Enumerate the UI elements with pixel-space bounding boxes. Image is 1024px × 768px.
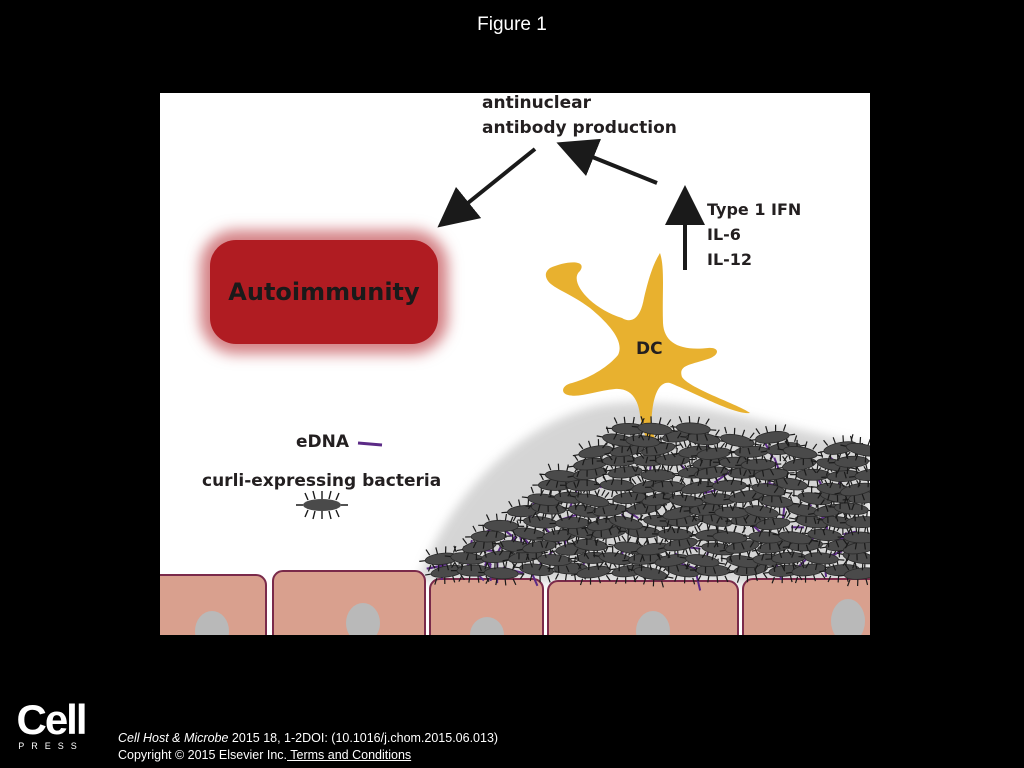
cytokine-il6: IL-6 (707, 225, 741, 244)
autoimmunity-label: Autoimmunity (228, 278, 420, 306)
diagram-canvas (160, 138, 870, 635)
curli-bacterium (670, 416, 717, 441)
edna-fiber (680, 562, 698, 570)
figure-panel: Autoimmunity antinuclear antibody produc… (160, 93, 870, 635)
copyright-line: Copyright © 2015 Elsevier Inc. Terms and… (118, 748, 411, 762)
curli-bacterium (695, 486, 742, 512)
curli-bacterium (690, 440, 737, 467)
curli-bacterium (619, 428, 666, 454)
cytokine-type1-ifn: Type 1 IFN (707, 200, 802, 219)
curli-bacterium (749, 424, 796, 451)
curli-bacterium (785, 556, 832, 584)
nucleus (831, 599, 865, 635)
curli-bacterium (567, 460, 614, 487)
citation-line: Cell Host & Microbe 2015 18, 1-2DOI: (10… (118, 731, 498, 745)
curli-bacterium (838, 560, 870, 587)
curli-bacterium (675, 474, 721, 502)
curli-bacterium (714, 426, 761, 455)
nucleus (636, 611, 670, 635)
slide-title: Figure 1 (477, 14, 547, 35)
curli-bacterium (586, 497, 633, 524)
autoimmunity-box: Autoimmunity (210, 240, 438, 344)
curli-bacterium (848, 462, 870, 488)
curli-bacterium (839, 509, 870, 535)
epithelial-cell (272, 570, 426, 635)
curli-bacteria-legend-label: curli-expressing bacteria (202, 471, 442, 491)
curli-bacterium (478, 513, 525, 539)
curli-bacterium (631, 416, 678, 442)
dc-label: DC (636, 339, 663, 359)
curli-bacterium (679, 547, 726, 574)
terms-and-conditions-link[interactable]: Terms and Conditions (287, 748, 412, 762)
edna-legend-line (357, 441, 383, 447)
curli-bacterium-legend (296, 490, 348, 520)
nucleus (470, 617, 504, 635)
curli-bacterium (772, 524, 819, 552)
antinuclear-label: antinuclear (482, 93, 592, 113)
epithelial-cell (547, 580, 739, 635)
nucleus (346, 603, 380, 635)
logo-word: Cell (16, 696, 87, 743)
curli-bacterium (569, 486, 615, 515)
dendritic-cell (545, 253, 750, 448)
edna-legend-label: eDNA (296, 432, 350, 452)
dendritic-cell-body (545, 253, 750, 448)
epithelial-cell (429, 578, 544, 635)
curli-bacterium (634, 463, 681, 488)
citation-detail: 2015 18, 1-2DOI: (10.1016/j.chom.2015.06… (228, 731, 499, 745)
antibody-production-label: antibody production (482, 118, 677, 138)
curli-bacterium (605, 416, 652, 442)
arrow-from-dc-to-antibody (556, 138, 658, 185)
copyright-text: Copyright © 2015 Elsevier Inc. (118, 748, 288, 762)
curli-bacterium (539, 463, 586, 489)
logo-sub: PRESS (18, 741, 84, 751)
cell-press-logo: Cell PRESS (14, 696, 88, 752)
curli-bacterium (478, 561, 525, 586)
nucleus (195, 611, 229, 635)
epithelium-layer (160, 570, 870, 635)
curli-bacterium (720, 548, 767, 575)
curli-bacterium (630, 535, 677, 563)
journal-name: Cell Host & Microbe (118, 731, 229, 745)
epithelial-cell (160, 574, 267, 635)
curli-bacterium (738, 498, 785, 526)
arrow-to-autoimmunity (437, 147, 537, 228)
biofilm-bacteria (419, 416, 870, 591)
cytokine-list: Type 1 IFN IL-6 IL-12 (707, 197, 801, 272)
curli-bacterium (603, 508, 649, 537)
cytokine-il12: IL-12 (707, 250, 753, 269)
curli-bacterium (777, 439, 824, 466)
curli-bacterium (840, 435, 870, 464)
